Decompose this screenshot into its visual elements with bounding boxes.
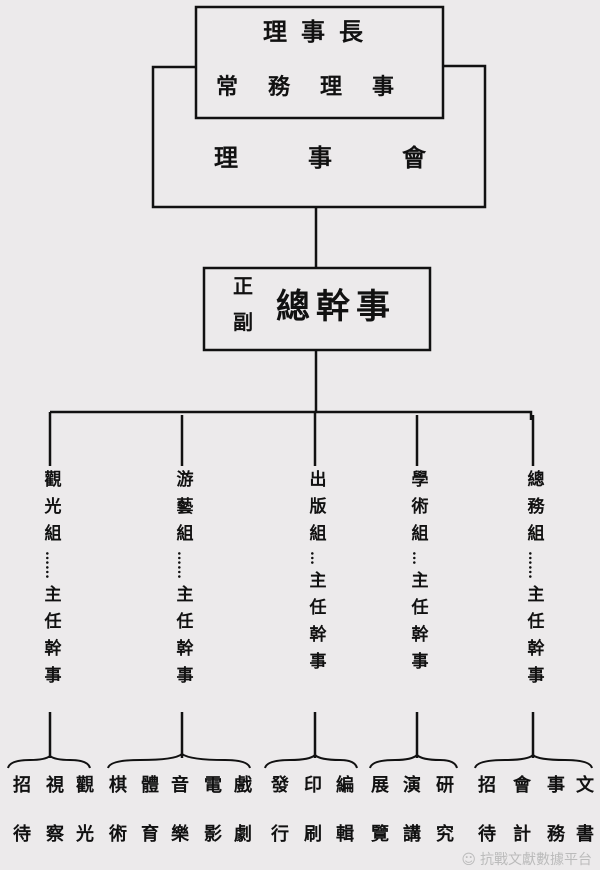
leader-dots: …… (42, 551, 58, 579)
leader-dots: … (409, 551, 425, 565)
duty-char: 演 (403, 775, 421, 796)
board-title: 理事會 (214, 143, 496, 172)
secretary-prefix-deputy: 副 (233, 310, 253, 334)
board-box (151, 64, 487, 209)
duty-char: 事 (547, 775, 565, 796)
group-head: 主任幹事 (40, 585, 61, 693)
duty-char: 觀 (76, 775, 94, 796)
duty-char: 會 (513, 775, 531, 796)
duty-char: 印 (304, 775, 322, 796)
wechat-icon: ☺ (461, 852, 476, 868)
duty-char: 展 (371, 775, 389, 796)
duty-char: 務 (547, 824, 565, 845)
duty-char: 講 (403, 824, 421, 845)
duty-char: 文 (576, 775, 594, 796)
duty-char: 電 (204, 775, 222, 796)
duty-char: 計 (513, 824, 531, 845)
duty-char: 刷 (304, 824, 322, 845)
group-column: 出版組… 主任幹事 (305, 470, 326, 679)
duty-char: 究 (436, 824, 454, 845)
duty-char: 編 (336, 775, 354, 796)
leader-dots: …… (174, 551, 190, 579)
duty-char: 輯 (336, 824, 354, 845)
duty-char: 劇 (234, 824, 252, 845)
duty-char: 行 (271, 824, 289, 845)
group-drops (48, 412, 535, 758)
duty-char: 影 (204, 824, 222, 845)
duty-char: 育 (141, 824, 159, 845)
group-name: 總務組 (523, 470, 544, 551)
braces (7, 752, 593, 769)
duty-char: 光 (76, 824, 94, 845)
group-column: 觀光組…… 主任幹事 (40, 470, 61, 693)
group-column: 游藝組…… 主任幹事 (172, 470, 193, 693)
duty-char: 招 (13, 775, 31, 796)
leader-dots: …… (525, 551, 541, 579)
duty-char: 發 (271, 775, 289, 796)
group-head: 主任幹事 (523, 585, 544, 693)
group-column: 學術組… 主任幹事 (407, 470, 428, 679)
duty-char: 棋 (109, 775, 127, 796)
group-name: 游藝組 (172, 470, 193, 551)
duty-char: 待 (13, 824, 31, 845)
group-name: 出版組 (305, 470, 326, 551)
duty-char: 樂 (171, 824, 189, 845)
duty-char: 書 (576, 824, 594, 845)
group-name: 學術組 (407, 470, 428, 551)
duty-char: 體 (141, 775, 159, 796)
group-column: 總務組…… 主任幹事 (523, 470, 544, 693)
group-head: 主任幹事 (172, 585, 193, 693)
secretary-prefix-chief: 正 (233, 274, 253, 298)
secretary-general-title: 總幹事 (276, 287, 396, 327)
duty-char: 待 (478, 824, 496, 845)
duty-char: 招 (478, 775, 496, 796)
duty-char: 覽 (371, 824, 389, 845)
watermark: ☺抗戰文獻數據平台 (461, 853, 592, 867)
watermark-text: 抗戰文獻數據平台 (480, 852, 592, 868)
leader-dots: … (307, 551, 323, 565)
group-head: 主任幹事 (305, 571, 326, 679)
duty-char: 戲 (234, 775, 252, 796)
duty-char: 研 (436, 775, 454, 796)
group-head: 主任幹事 (407, 571, 428, 679)
group-bus (50, 410, 533, 420)
group-name: 觀光組 (40, 470, 61, 551)
executive-directors-label: 常務理事 (215, 74, 425, 100)
chairman-box (194, 5, 445, 120)
duty-char: 音 (171, 775, 189, 796)
duty-char: 術 (109, 824, 127, 845)
duty-char: 視 (46, 775, 64, 796)
chairman-title: 理事長 (263, 17, 377, 46)
duty-char: 察 (46, 824, 64, 845)
